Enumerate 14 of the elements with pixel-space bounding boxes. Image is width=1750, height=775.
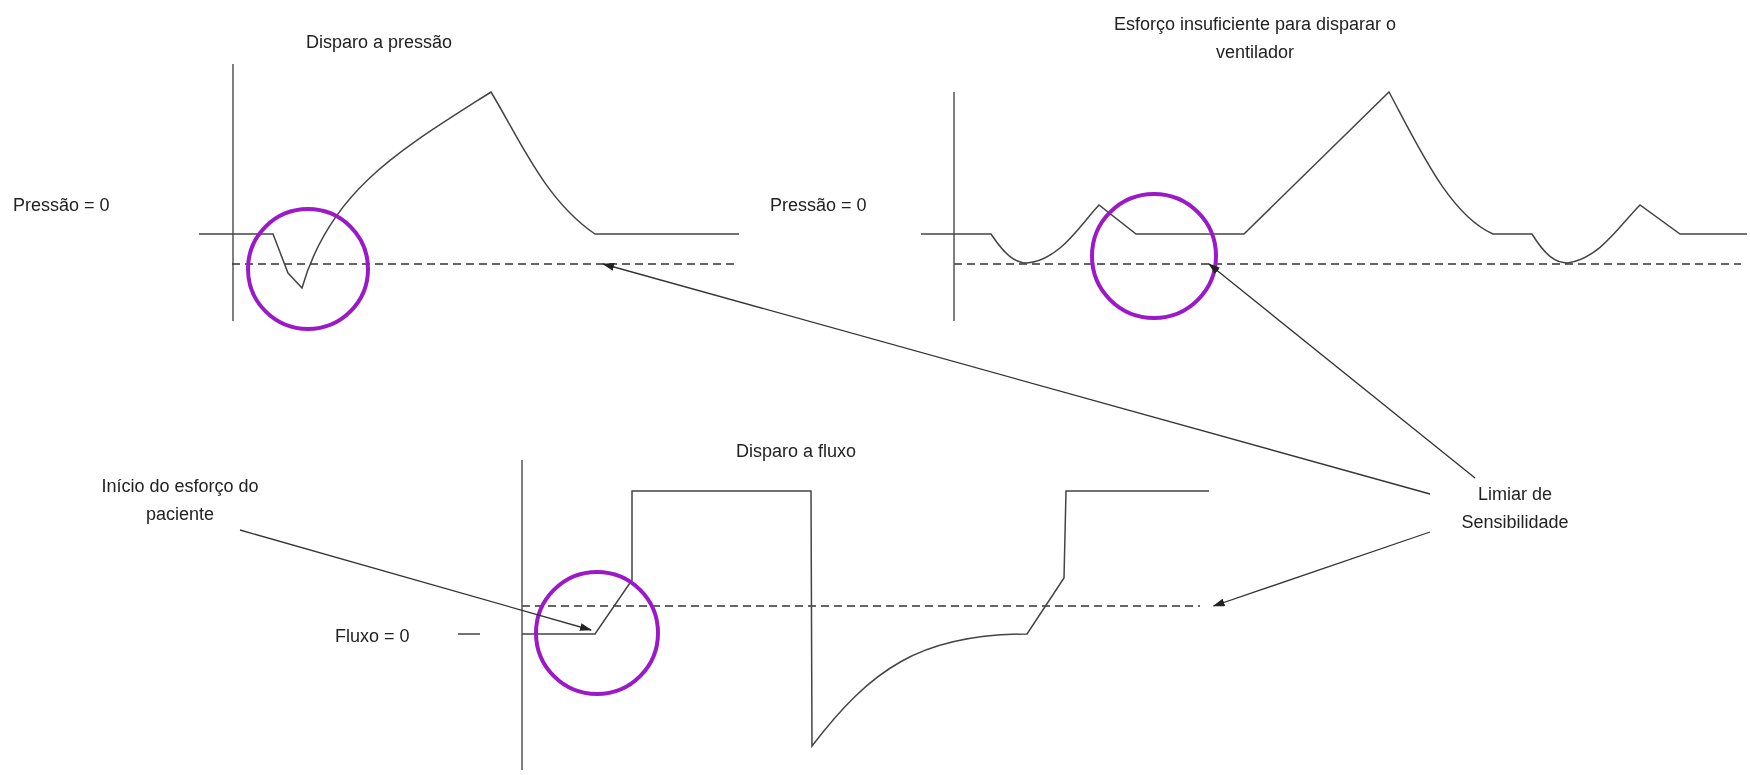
- chart-title: Esforço insuficiente para disparar o ventilador: [1112, 13, 1398, 64]
- annotation-text: Início do esforço do paciente: [100, 470, 260, 530]
- leader-line: [1208, 263, 1476, 479]
- flow-waveform: [521, 490, 1210, 747]
- axis-label: Pressão = 0: [13, 194, 111, 217]
- leader-line: [239, 529, 592, 631]
- leader-line: [602, 263, 1431, 495]
- annotation-text: Limiar de Sensibilidade: [1430, 478, 1600, 538]
- axis-label: Fluxo = 0: [335, 625, 411, 648]
- chart-title: Disparo a fluxo: [734, 440, 858, 463]
- chart-title: Disparo a pressão: [304, 31, 454, 54]
- axis-label: Pressão = 0: [770, 194, 868, 217]
- leader-line: [1212, 531, 1431, 607]
- threshold-line: [953, 263, 1742, 265]
